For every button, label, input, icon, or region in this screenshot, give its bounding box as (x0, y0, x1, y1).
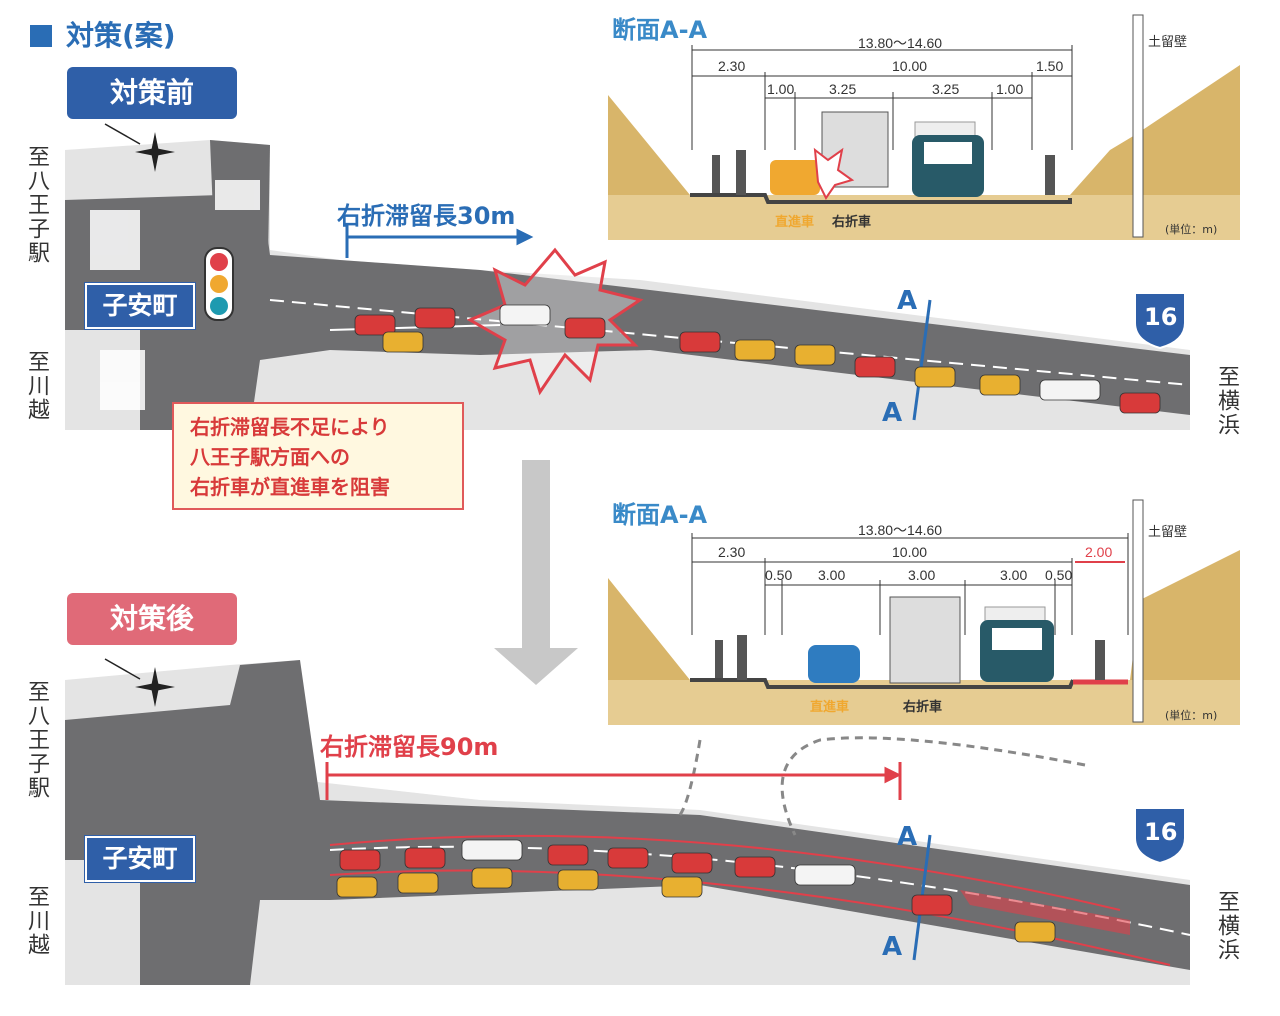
section-mark-bottom: A (882, 932, 903, 962)
section-mark-bottom: A (882, 398, 903, 428)
car-icon (1119, 392, 1161, 414)
car-icon (911, 894, 953, 916)
intersection-label-before: 子安町 (85, 283, 195, 329)
car-icon (336, 876, 378, 898)
car-icon (1014, 921, 1056, 943)
right-turn-car-label: 右折車 (832, 215, 872, 230)
truck-icon (461, 839, 523, 861)
car-icon (414, 307, 456, 329)
intersection-label-after: 子安町 (85, 836, 195, 882)
section-title-before: 断面A-A (612, 16, 708, 44)
section-line-before (912, 299, 932, 421)
map-before (65, 140, 1191, 430)
car-icon (471, 867, 513, 889)
route-number-after: 16 (1144, 818, 1178, 846)
dim-roadway: 10.00 (892, 544, 928, 560)
truck-icon (889, 596, 961, 684)
dim-lane: 1.00 (767, 81, 795, 97)
dim-lane: 3.25 (932, 81, 960, 97)
car-icon (397, 872, 439, 894)
queue-arrow-30m (345, 225, 534, 258)
car-icon (734, 856, 776, 878)
route-16-shield-icon (1134, 807, 1186, 865)
straight-car-icon (770, 160, 820, 195)
car-icon (854, 356, 896, 378)
truck-icon (499, 304, 551, 326)
truck-icon (794, 864, 856, 886)
before-label: 対策前 (67, 67, 237, 119)
car-icon (914, 366, 956, 388)
dim-widened-shoulder: 2.00 (1085, 544, 1113, 560)
page-title-text: 対策(案) (66, 19, 176, 52)
dim-total: 13.80～14.60 (858, 35, 943, 51)
dest-hachioji-before: 至八王子駅 (24, 145, 49, 265)
cross-section-before (608, 14, 1240, 240)
unit-label: (単位：m) (1165, 223, 1218, 236)
after-label: 対策後 (67, 593, 237, 645)
cross-section-after (608, 499, 1240, 725)
page-title: 対策(案) (30, 14, 176, 54)
car-icon (734, 339, 776, 361)
compass-icon (104, 658, 175, 707)
unit-label: (単位：m) (1165, 709, 1218, 722)
dim-roadway: 10.00 (892, 58, 928, 74)
dest-yokohama-after: 至横浜 (1214, 890, 1239, 962)
straight-car-label: 直進車 (775, 215, 815, 230)
dest-yokohama-before: 至横浜 (1214, 365, 1239, 437)
down-arrow-icon (494, 460, 578, 685)
straight-car-label: 直進車 (810, 700, 850, 715)
car-icon (607, 847, 649, 869)
straight-car-icon (808, 645, 860, 683)
dest-kawagoe-after: 至川越 (24, 885, 49, 957)
section-title-after: 断面A-A (612, 501, 708, 529)
car-icon (339, 849, 381, 871)
car-icon (661, 876, 703, 898)
callout-line: 右折滞留長不足により (190, 415, 390, 439)
queue-length-before: 右折滞留長30m (337, 202, 516, 230)
section-mark-top: A (897, 286, 918, 316)
dim-total: 13.80～14.60 (858, 522, 943, 538)
dim-sidewalk: 2.30 (718, 58, 746, 74)
problem-callout: 右折滞留長不足により 八王子駅方面への 右折車が直進車を阻害 (172, 402, 464, 510)
dim-lane: 3.00 (908, 567, 936, 583)
dest-kawagoe-before: 至川越 (24, 350, 49, 422)
dim-lane: 3.00 (818, 567, 846, 583)
route-number-before: 16 (1144, 303, 1178, 331)
car-icon (671, 852, 713, 874)
dim-lane: 3.00 (1000, 567, 1028, 583)
car-icon (564, 317, 606, 339)
queue-arrow-90m (325, 762, 902, 800)
route-16-shield-icon (1134, 292, 1186, 350)
queue-length-after: 右折滞留長90m (320, 733, 499, 761)
right-turn-car-label: 右折車 (903, 700, 943, 715)
car-icon (547, 844, 589, 866)
car-icon (382, 331, 424, 353)
dim-lane: 0.50 (765, 567, 793, 583)
dim-lane: 0.50 (1045, 567, 1073, 583)
car-icon (794, 344, 836, 366)
dim-sidewalk: 2.30 (718, 544, 746, 560)
dim-lane: 3.25 (829, 81, 857, 97)
car-icon (979, 374, 1021, 396)
retaining-wall-label: 土留壁 (1148, 525, 1188, 540)
section-mark-top: A (897, 822, 918, 852)
car-icon (404, 847, 446, 869)
retaining-wall-label: 土留壁 (1148, 35, 1188, 50)
dim-lane: 1.00 (996, 81, 1024, 97)
traffic-light-icon (204, 247, 234, 321)
truck-icon (1039, 379, 1101, 401)
callout-line: 八王子駅方面への (190, 445, 350, 469)
bullet-square-icon (30, 25, 52, 47)
callout-line: 右折車が直進車を阻害 (190, 475, 390, 499)
compass-icon (104, 123, 175, 172)
car-icon (557, 869, 599, 891)
car-icon (354, 314, 396, 336)
dim-shoulder: 1.50 (1036, 58, 1064, 74)
car-icon (679, 331, 721, 353)
dest-hachioji-after: 至八王子駅 (24, 680, 49, 800)
vehicles (336, 304, 1161, 943)
